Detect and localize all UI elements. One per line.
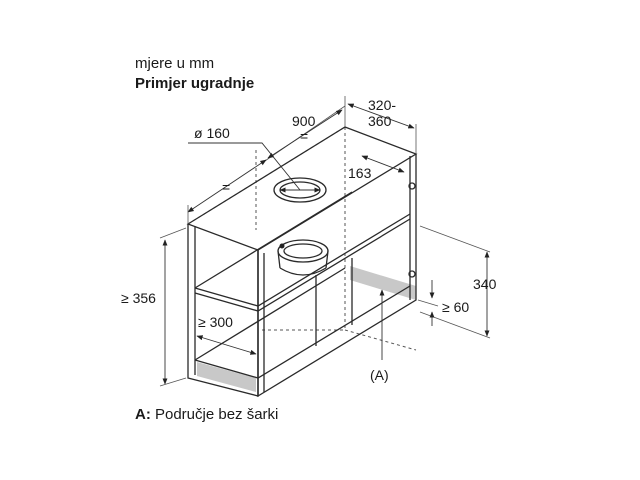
- diagram-title: Primjer ugradnje: [135, 75, 255, 92]
- dim-offset: [361, 155, 405, 173]
- legend-text: Područje bez šarki: [150, 406, 279, 423]
- dim-height-left: [159, 227, 187, 387]
- legend-key: A:: [135, 406, 151, 423]
- label-depth-top: 320-: [368, 97, 396, 113]
- diameter-leader: [188, 142, 301, 191]
- label-shelf-depth: ≥ 300: [198, 314, 233, 330]
- label-height-right: 340: [473, 276, 497, 292]
- hinge-free-zone-bottom: [197, 362, 256, 392]
- label-duct-diameter: ø 160: [194, 125, 230, 141]
- label-height-total: ≥ 356: [121, 290, 156, 306]
- dim-min-gap: [417, 280, 439, 326]
- label-depth-bottom: 360: [368, 113, 392, 129]
- label-min-gap: ≥ 60: [442, 299, 469, 315]
- label-zone-a: (A): [370, 367, 389, 383]
- dim-depth: [347, 103, 417, 154]
- duct-pipe-inner: [277, 239, 329, 276]
- units-note: mjere u mm: [135, 55, 215, 72]
- legend-caption: A: Područje bez šarki: [135, 406, 278, 423]
- label-offset: 163: [348, 165, 372, 181]
- dim-width: [187, 96, 346, 224]
- dim-shelf-depth: [196, 335, 257, 355]
- label-equal-left: =: [222, 179, 230, 195]
- hinge-free-zone-right: [350, 266, 416, 300]
- label-width: 900: [292, 113, 316, 129]
- label-equal-top: =: [300, 128, 308, 144]
